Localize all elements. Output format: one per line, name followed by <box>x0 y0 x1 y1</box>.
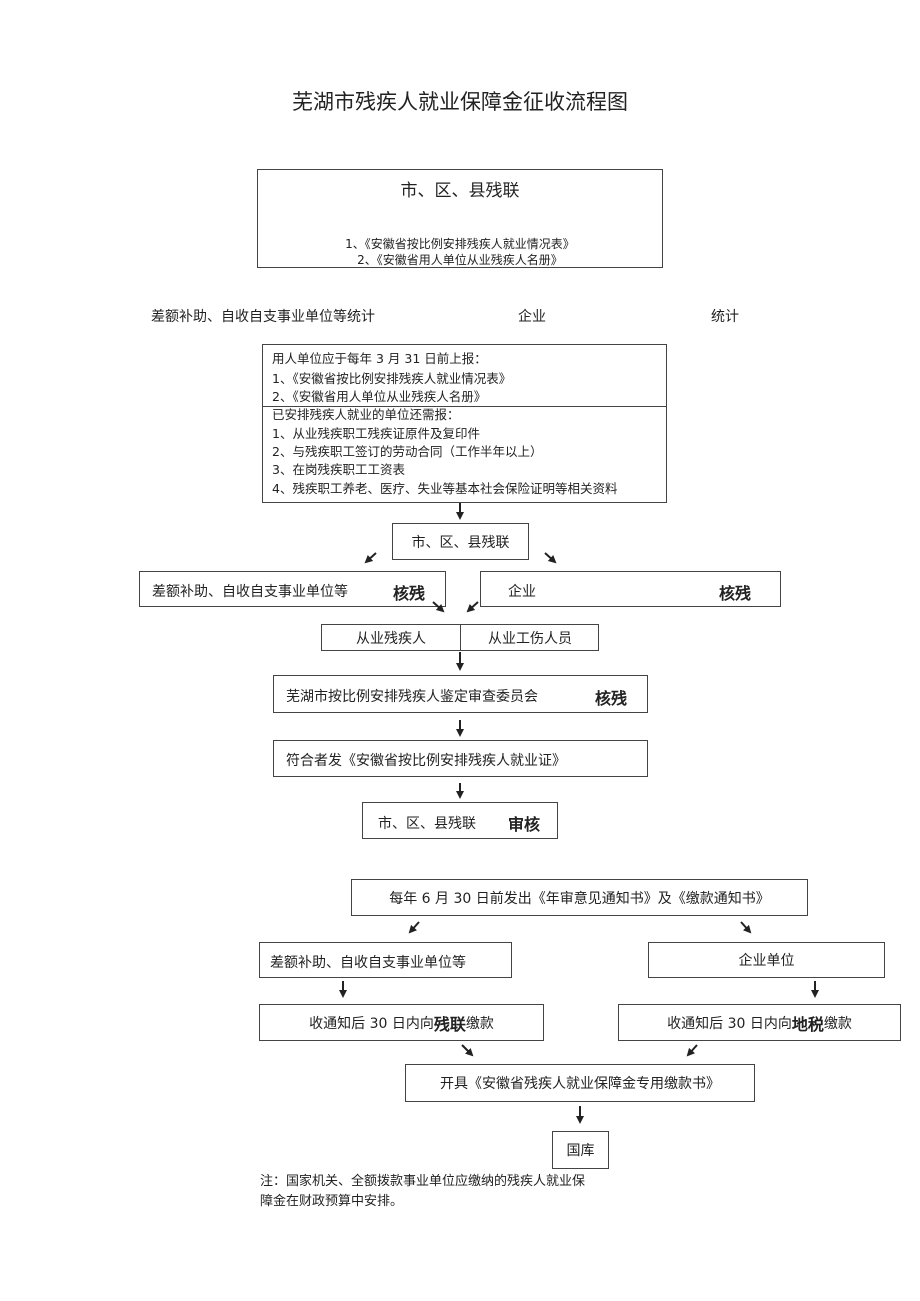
audit-box: 市、区、县残联 审核 <box>362 802 558 839</box>
committee-mark: 核残 <box>595 689 628 708</box>
top-box-item-1: 1、《安徽省按比例安排残疾人就业情况表》 <box>345 237 575 251</box>
arrow-lianhe-to-right <box>544 552 557 564</box>
arrow-pay-left-to-issue <box>461 1044 474 1057</box>
split-divider <box>460 625 461 650</box>
pay-right-post: 缴款 <box>823 1015 852 1032</box>
issue-box: 开具《安徽省残疾人就业保障金专用缴款书》 <box>405 1064 755 1102</box>
report-divider <box>263 406 666 407</box>
report-extra-item-2: 2、与残疾职工签订的劳动合同（工作半年以上） <box>272 444 543 459</box>
certificate-box: 符合者发《安徽省按比例安排残疾人就业证》 <box>273 740 648 777</box>
pay-left-post: 缴款 <box>465 1015 494 1032</box>
report-extra-item-4: 4、残疾职工养老、医疗、失业等基本社会保险证明等相关资料 <box>272 481 618 496</box>
check-right-mark: 核残 <box>719 584 752 603</box>
stat-left: 差额补助、自收自支事业单位等统计 <box>151 309 375 325</box>
pay-right-mark: 地税 <box>791 1014 824 1034</box>
arrow-left-check-to-split <box>432 601 445 613</box>
committee-label: 芜湖市按比例安排残疾人鉴定审查委员会 <box>286 689 538 705</box>
report-item-2: 2、《安徽省用人单位从业残疾人名册》 <box>272 389 487 404</box>
pay-right-box: 收通知后 30 日内向地税缴款 <box>618 1004 901 1041</box>
split-left: 从业残疾人 <box>356 630 426 647</box>
split-right: 从业工伤人员 <box>488 630 572 647</box>
check-left-label: 差额补助、自收自支事业单位等 <box>152 584 348 600</box>
top-lianhe-box: 市、区、县残联 1、《安徽省按比例安排残疾人就业情况表》 2、《安徽省用人单位从… <box>257 169 663 268</box>
pay-left-pre: 收通知后 30 日内向 <box>309 1015 434 1032</box>
arrow-notice-to-left <box>408 921 420 934</box>
treasury-box: 国库 <box>552 1131 609 1169</box>
check-left-box: 差额补助、自收自支事业单位等 核残 <box>139 571 446 607</box>
page-title: 芜湖市残疾人就业保障金征收流程图 <box>292 90 628 114</box>
committee-box: 芜湖市按比例安排残疾人鉴定审查委员会 核残 <box>273 675 648 713</box>
arrow-pay-right-to-issue <box>686 1044 698 1057</box>
notice-box: 每年 6 月 30 日前发出《年审意见通知书》及《缴款通知书》 <box>351 879 808 916</box>
pay-right-pre: 收通知后 30 日内向 <box>667 1015 792 1032</box>
check-left-mark: 核残 <box>393 584 426 603</box>
top-box-heading: 市、区、县残联 <box>400 181 520 201</box>
report-extra-item-3: 3、在岗残疾职工工资表 <box>272 462 405 477</box>
lianhe-box: 市、区、县残联 <box>392 523 529 560</box>
right-unit-box: 企业单位 <box>648 942 885 978</box>
stat-middle: 企业 <box>518 309 546 325</box>
arrow-lianhe-to-left <box>364 552 377 564</box>
report-extra-heading: 已安排残疾人就业的单位还需报： <box>272 407 460 422</box>
report-requirements-box: 用人单位应于每年 3 月 31 日前上报： 1、《安徽省按比例安排残疾人就业情况… <box>262 344 667 503</box>
arrow-notice-to-right <box>740 921 752 934</box>
check-right-box: 企业 核残 <box>480 571 781 607</box>
report-extra-item-1: 1、从业残疾职工残疾证原件及复印件 <box>272 426 480 441</box>
note-line-2: 障金在财政预算中安排。 <box>260 1194 404 1209</box>
pay-left-box: 收通知后 30 日内向残联缴款 <box>259 1004 544 1041</box>
certificate-label: 符合者发《安徽省按比例安排残疾人就业证》 <box>286 753 566 769</box>
stat-right: 统计 <box>711 309 739 325</box>
note-line-1: 注：国家机关、全额拨款事业单位应缴纳的残疾人就业保 <box>260 1174 586 1189</box>
pay-left-mark: 残联 <box>433 1014 466 1034</box>
top-box-item-2: 2、《安徽省用人单位从业残疾人名册》 <box>357 253 563 267</box>
audit-label: 市、区、县残联 <box>378 816 476 832</box>
report-intro: 用人单位应于每年 3 月 31 日前上报： <box>272 351 487 366</box>
check-right-label: 企业 <box>508 584 536 600</box>
left-unit-label: 差额补助、自收自支事业单位等 <box>270 955 466 971</box>
audit-mark: 审核 <box>508 815 541 834</box>
arrow-right-check-to-split <box>466 601 479 613</box>
left-unit-box: 差额补助、自收自支事业单位等 <box>259 942 512 978</box>
report-item-1: 1、《安徽省按比例安排残疾人就业情况表》 <box>272 371 512 386</box>
split-box: 从业残疾人 从业工伤人员 <box>321 624 599 651</box>
